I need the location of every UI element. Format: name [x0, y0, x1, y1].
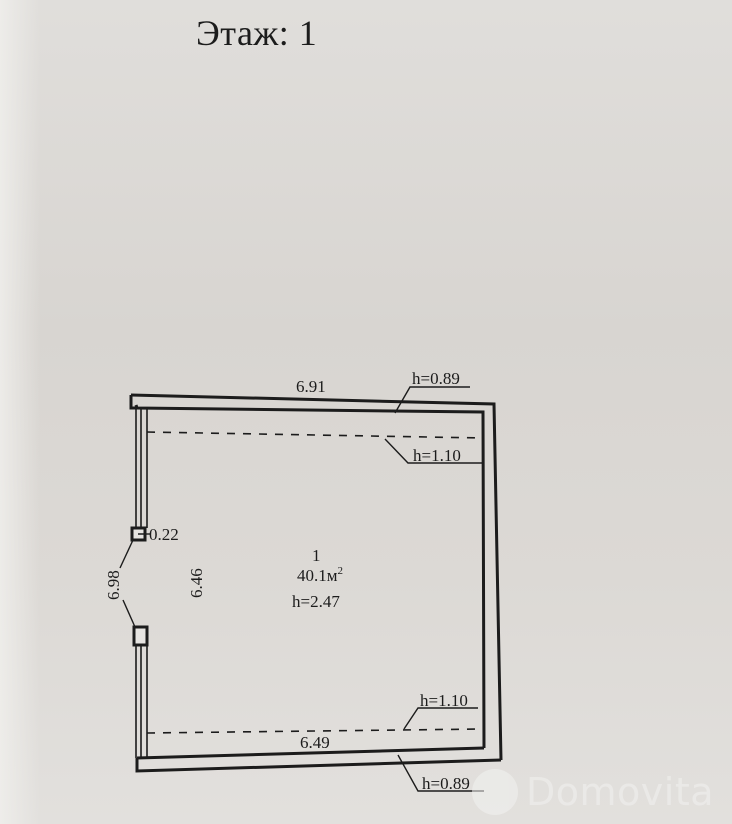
top-outer-height-label: h=0.89: [412, 369, 460, 388]
watermark-logo-icon: [472, 769, 518, 815]
left-outer-length: 6.98: [104, 570, 123, 600]
columns: [130, 526, 149, 647]
bottom-wall-inner: [136, 746, 485, 760]
room-ceiling-height: h=2.47: [292, 592, 340, 611]
room-area: 40.1м2: [297, 565, 343, 585]
column-lower: [132, 625, 149, 647]
room-area-value: 40.1м: [297, 566, 338, 585]
left-inner-length: 6.46: [187, 568, 206, 598]
bottom-wall-length: 6.49: [300, 733, 330, 752]
leader-lines: [119, 386, 484, 792]
floor-title: Этаж: 1: [196, 13, 318, 53]
top-left-cap: [129, 395, 136, 410]
top-dashed-line: [146, 431, 484, 439]
top-wall-outer: [130, 393, 503, 761]
walls: [129, 393, 503, 773]
watermark-text: Domovita: [526, 770, 715, 814]
room-area-superscript: 2: [338, 565, 344, 577]
top-inner-height-label: h=1.10: [413, 446, 461, 465]
top-wall-length: 6.91: [296, 377, 326, 396]
bottom-wall-outer: [135, 758, 502, 773]
column-size: 0.22: [149, 525, 179, 544]
left-wall: [135, 408, 148, 758]
bottom-outer-height-label: h=0.89: [422, 774, 470, 793]
watermark: Domovita: [472, 764, 714, 820]
room-number: 1: [312, 546, 321, 565]
top-wall-inner: [134, 404, 486, 749]
bottom-inner-height-label: h=1.10: [420, 691, 468, 710]
